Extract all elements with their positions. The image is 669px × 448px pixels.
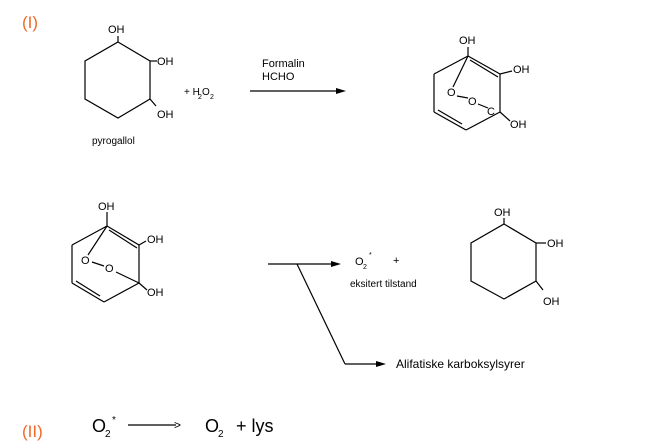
hcho-label: HCHO: [262, 71, 295, 83]
oxygen-label: O: [447, 87, 456, 99]
plus-light-label: + lys: [236, 416, 274, 436]
o2-subscript: 2: [105, 429, 111, 440]
oh-label: OH: [547, 238, 564, 250]
aliphatic-acids-label: Alifatiske karboksylsyrer: [396, 357, 525, 371]
branching-arrow: [268, 261, 386, 367]
oh-label: OH: [510, 119, 527, 131]
reaction-arrow-1: [250, 88, 346, 94]
h2o2-o: O: [202, 87, 210, 98]
carbon-label: C: [487, 106, 495, 118]
oh-label: OH: [494, 207, 511, 219]
h2o2-text: + H: [184, 87, 200, 98]
excited-oxygen: O 2 * +: [355, 252, 399, 271]
oh-label: OH: [157, 109, 174, 121]
oh-label: OH: [543, 296, 560, 308]
peroxide-product-1: OH OH OH O O C: [433, 35, 530, 131]
oxygen-label: O: [81, 255, 90, 267]
light-emission-equation: O 2 * > O 2 + lys: [92, 415, 274, 440]
oxygen-label: O: [468, 96, 477, 108]
excited-star: *: [369, 252, 372, 259]
oh-label: OH: [147, 234, 164, 246]
o2-label: O: [355, 256, 364, 268]
pyrogallol-label: pyrogallol: [92, 136, 135, 147]
oh-label: OH: [513, 64, 530, 76]
o2-label: O: [92, 416, 106, 436]
h2o2-subscript: 2: [210, 94, 214, 101]
oh-label: OH: [98, 201, 115, 213]
oh-label: OH: [459, 35, 476, 47]
pyrogallol-structure: OH OH OH: [84, 24, 174, 121]
oh-label: OH: [157, 56, 174, 68]
h2o2-subscript: 2: [198, 94, 202, 101]
excited-state-label: eksitert tilstand: [350, 279, 417, 290]
plus-sign: +: [393, 255, 399, 267]
o2-subscript: 2: [218, 429, 224, 440]
arrow-head: >: [174, 418, 181, 432]
oh-label: OH: [108, 24, 125, 36]
formalin-label: Formalin: [262, 58, 305, 70]
h2o2-reagent: + H 2 O 2: [184, 87, 214, 101]
section-label-2: (II): [22, 422, 43, 441]
o2-product-label: O: [205, 416, 219, 436]
pyrogallol-regenerated: OH OH OH: [470, 207, 564, 308]
section-label-1: (I): [22, 13, 38, 32]
excited-star: *: [112, 415, 116, 426]
peroxide-intermediate: OH OH OH O O: [71, 201, 164, 303]
oh-label: OH: [147, 287, 164, 299]
o2-subscript: 2: [363, 264, 367, 271]
oxygen-label: O: [105, 263, 114, 275]
